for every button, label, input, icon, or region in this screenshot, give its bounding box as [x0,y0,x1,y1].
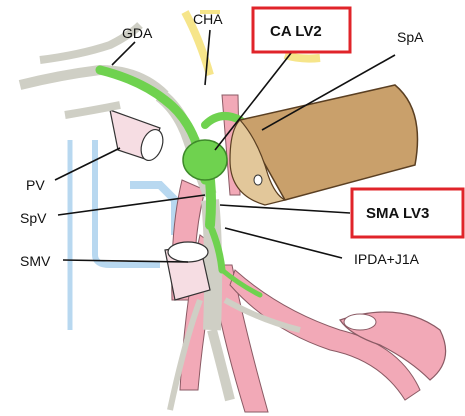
label-spv: SpV [20,210,47,226]
label-smv: SMV [20,253,51,269]
label-ipda-j1a: IPDA+J1A [354,251,420,267]
leader-pv [55,148,120,180]
splenic-vein [110,110,167,163]
label-gda: GDA [122,25,153,41]
label-cha: CHA [193,11,223,27]
celiac-ganglion [183,140,227,180]
nerve-plexus [20,25,300,410]
portal-vein-system [70,140,175,330]
label-ca-lv2: CA LV2 [270,23,322,40]
label-pv: PV [26,177,45,193]
mesentery-block [230,85,418,205]
leader-sma-lv3 [220,205,350,213]
leader-ipda-j1a [225,228,342,258]
label-spa: SpA [397,29,424,45]
label-sma-lv3: SMA LV3 [366,205,429,222]
